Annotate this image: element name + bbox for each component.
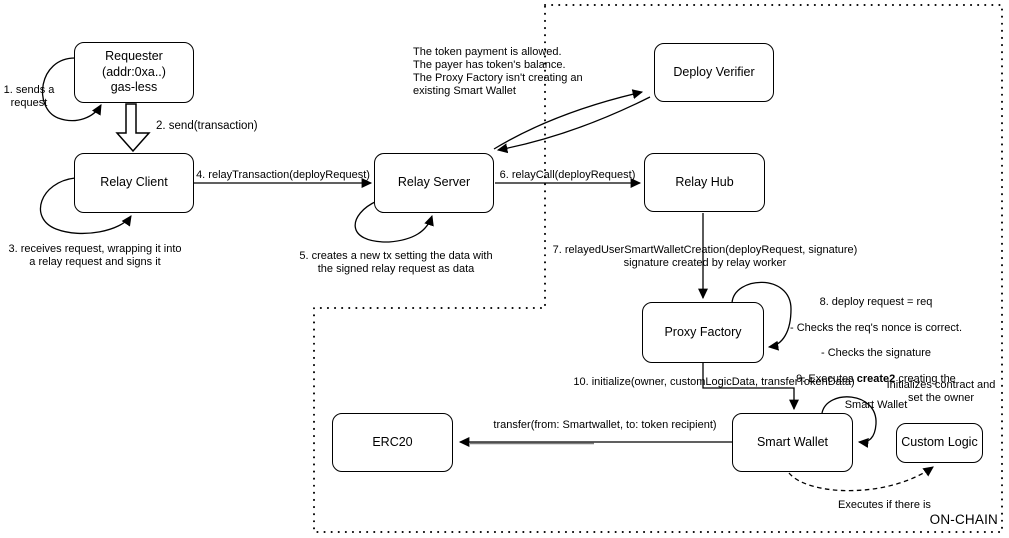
- arrow-server-to-verifier: [493, 89, 644, 150]
- label-verifier-note: The token payment is allowed. The payer …: [413, 46, 583, 97]
- label-executes-note: Executes if there is: [838, 499, 931, 511]
- label-on-chain: ON-CHAIN: [929, 512, 998, 527]
- label-init-note: Initializes contract and set the owner: [886, 379, 996, 404]
- label-step9-line1: 9. Executes create2 creating the: [782, 373, 970, 386]
- label-transfer: transfer(from: Smartwallet, to: token re…: [493, 419, 717, 431]
- label-step8-line1: 8. deploy request = req: [819, 295, 933, 308]
- arrow-executes-dashed: [788, 466, 934, 492]
- arrow-verifier-to-server: [496, 96, 651, 154]
- label-step1: 1. sends a request: [3, 84, 55, 109]
- label-step9-line2: Smart Wallet: [844, 398, 908, 411]
- node-relay-client: Relay Client: [74, 153, 194, 213]
- arrow-step5-self-loop: [354, 200, 434, 243]
- label-step10: 10. initialize(owner, customLogicData, t…: [573, 376, 855, 388]
- node-proxy-factory: Proxy Factory: [642, 302, 764, 363]
- label-step7: 7. relayedUserSmartWalletCreation(deploy…: [552, 244, 858, 269]
- node-relay-server: Relay Server: [374, 153, 494, 213]
- arrow-wallet-self-loop: [821, 396, 877, 448]
- label-step8-line2: - Checks the req's nonce is correct.: [789, 321, 963, 334]
- label-step8-line3: - Checks the signature: [820, 347, 932, 360]
- label-step8-9: 8. deploy request = req - Checks the req…: [782, 283, 970, 424]
- label-step4: 4. relayTransaction(deployRequest): [196, 169, 370, 181]
- node-erc20: ERC20: [332, 413, 453, 472]
- send-transaction-arrow: [115, 103, 151, 153]
- label-step6: 6. relayCall(deployRequest): [499, 169, 636, 181]
- label-step5: 5. creates a new tx setting the data wit…: [299, 250, 493, 275]
- node-relay-hub: Relay Hub: [644, 153, 765, 212]
- arrow-step1-self-loop: [42, 57, 102, 122]
- label-step9-pre: 9. Executes: [796, 373, 857, 386]
- label-step9-create2: create2: [856, 373, 896, 386]
- label-step3: 3. receives request, wrapping it into a …: [8, 243, 182, 268]
- node-smart-wallet: Smart Wallet: [732, 413, 853, 472]
- label-step9-post: creating the: [895, 373, 956, 386]
- node-deploy-verifier: Deploy Verifier: [654, 43, 774, 102]
- arrow-step3-self-loop: [39, 177, 132, 235]
- node-custom-logic: Custom Logic: [896, 423, 983, 463]
- arrow-step8-self-loop: [731, 281, 792, 351]
- label-step2: 2. send(transaction): [156, 120, 258, 132]
- node-requester: Requester (addr:0xa..) gas-less: [74, 42, 194, 103]
- arrow-step10: [702, 363, 799, 411]
